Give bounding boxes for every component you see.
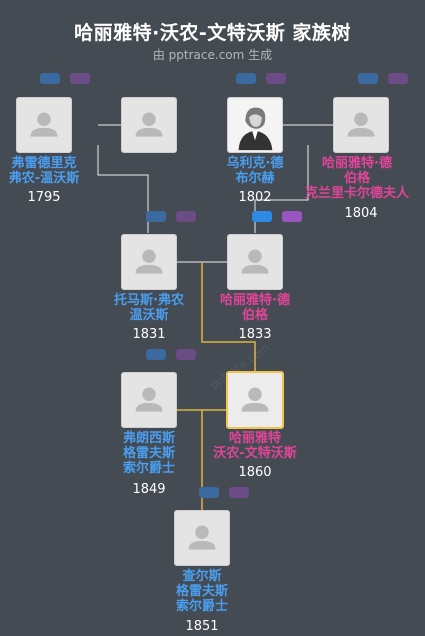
mother-marker-icon[interactable] [70, 73, 90, 84]
page-title: 哈丽雅特·沃农-文特沃斯 家族树 [74, 22, 351, 44]
father-marker-icon[interactable] [252, 211, 272, 222]
mother-marker-icon[interactable] [266, 73, 286, 84]
person-year: 1802 [238, 190, 272, 205]
person-silhouette-icon [122, 373, 176, 427]
person-year: 1804 [344, 206, 378, 221]
mother-marker-icon[interactable] [388, 73, 408, 84]
portrait-photo-icon [229, 99, 281, 151]
person-name: 弗朗西斯格雷夫斯索尔爵士 [122, 431, 175, 476]
person-name: 哈丽雅特·德伯格 [220, 293, 290, 323]
mother-marker-icon[interactable] [176, 211, 196, 222]
father-marker-icon[interactable] [40, 73, 60, 84]
person-year: 1860 [238, 465, 272, 480]
person-year: 1833 [238, 327, 272, 342]
person-silhouette-icon [175, 511, 229, 565]
person-silhouette-icon [122, 98, 176, 152]
person-silhouette-icon [228, 373, 282, 427]
page-subtitle: 由 pptrace.com 生成 [152, 48, 273, 62]
person-name: 哈丽雅特·德伯格克兰里卡尔德夫人 [304, 156, 409, 201]
person-card[interactable] [174, 510, 230, 566]
father-marker-icon[interactable] [146, 349, 166, 360]
father-marker-icon[interactable] [236, 73, 256, 84]
person-card[interactable] [227, 97, 283, 153]
person-name: 查尔斯格雷夫斯索尔爵士 [175, 569, 228, 614]
person-card[interactable] [121, 234, 177, 290]
mother-marker-icon[interactable] [229, 487, 249, 498]
person-year: 1851 [185, 619, 219, 634]
person-silhouette-icon [228, 235, 282, 289]
mother-marker-icon[interactable] [176, 349, 196, 360]
father-marker-icon[interactable] [199, 487, 219, 498]
mother-marker-icon[interactable] [282, 211, 302, 222]
person-year: 1849 [132, 482, 166, 497]
person-card[interactable] [227, 234, 283, 290]
person-name: 托马斯·弗农温沃斯 [114, 293, 184, 323]
person-name: 哈丽雅特沃农-文特沃斯 [213, 431, 297, 461]
person-name: 乌利克·德布尔赫 [226, 156, 284, 186]
person-card[interactable] [16, 97, 72, 153]
person-year: 1795 [27, 190, 61, 205]
person-card[interactable] [333, 97, 389, 153]
person-silhouette-icon [334, 98, 388, 152]
person-card-selected[interactable] [226, 371, 284, 429]
person-name: 弗雷德里克弗农-温沃斯 [8, 156, 80, 186]
father-marker-icon[interactable] [358, 73, 378, 84]
person-year: 1831 [132, 327, 166, 342]
person-silhouette-icon [122, 235, 176, 289]
person-silhouette-icon [17, 98, 71, 152]
person-card[interactable] [121, 372, 177, 428]
father-marker-icon[interactable] [146, 211, 166, 222]
person-card[interactable] [121, 97, 177, 153]
